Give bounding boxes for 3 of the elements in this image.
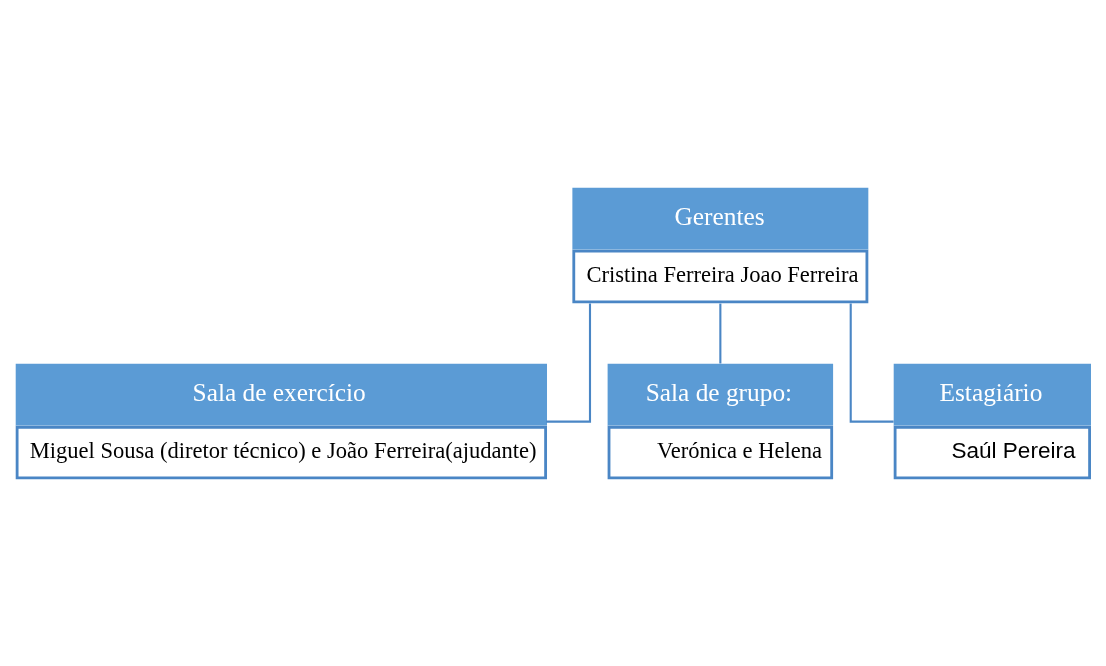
- connector: [719, 303, 722, 363]
- connector: [546, 303, 592, 423]
- connector: [849, 303, 894, 423]
